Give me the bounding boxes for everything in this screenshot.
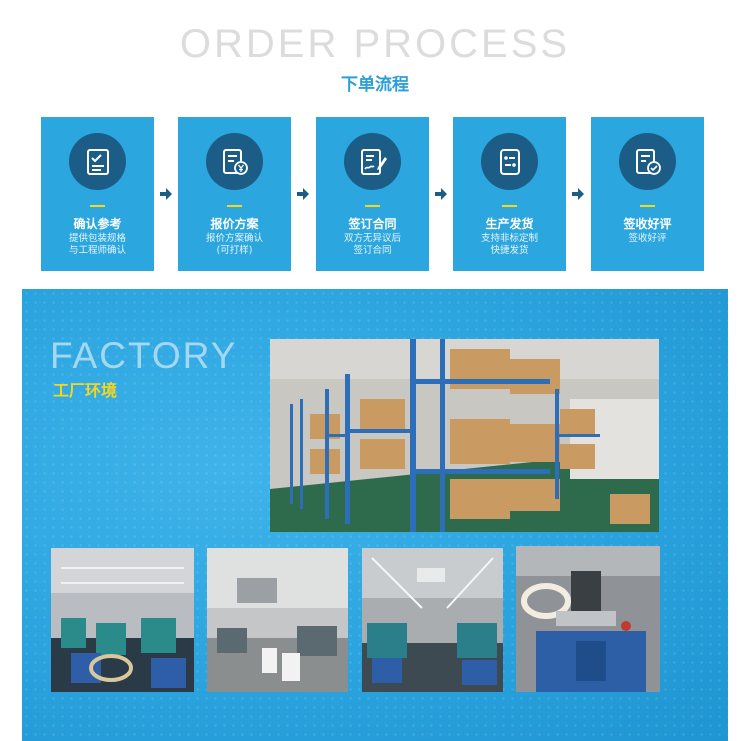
factory-title: FACTORY bbox=[50, 335, 238, 376]
step-desc: 签收好评 bbox=[628, 233, 667, 244]
step-quote-plan: 报价方案 报价方案确认(可打样) bbox=[178, 117, 291, 271]
step-divider bbox=[640, 205, 655, 207]
arrow-right-icon bbox=[160, 188, 172, 200]
step-name: 确认参考 bbox=[73, 217, 122, 231]
step-desc: 支持非标定制快捷发货 bbox=[480, 233, 538, 256]
order-subtitle: 下单流程 bbox=[341, 75, 409, 95]
step-name: 签订合同 bbox=[348, 217, 397, 231]
step-receive-review: 签收好评 签收好评 bbox=[591, 117, 704, 271]
arrow-right-icon bbox=[297, 188, 309, 200]
step-desc: 双方无异议后签订合同 bbox=[343, 233, 401, 256]
factory-subtitle: 工厂环境 bbox=[53, 381, 118, 400]
signature-icon bbox=[344, 133, 401, 190]
step-desc: 报价方案确认(可打样) bbox=[205, 233, 263, 256]
order-steps: 确认参考 提供包装规格与工程师确认 报价方案 报价方案确认(可打样) 签订合同 … bbox=[41, 117, 704, 271]
step-divider bbox=[90, 205, 105, 207]
workshop-photo-3 bbox=[362, 548, 503, 692]
step-production-shipping: 生产发货 支持非标定制快捷发货 bbox=[453, 117, 566, 271]
arrow-right-icon bbox=[435, 188, 447, 200]
arrow-right-icon bbox=[572, 188, 584, 200]
step-divider bbox=[365, 205, 380, 207]
knitting-machine-photo bbox=[516, 546, 660, 692]
step-desc: 提供包装规格与工程师确认 bbox=[68, 233, 126, 256]
checklist-icon bbox=[69, 133, 126, 190]
step-name: 签收好评 bbox=[623, 217, 672, 231]
step-divider bbox=[502, 205, 517, 207]
workshop-photo-1 bbox=[51, 548, 194, 692]
step-sign-contract: 签订合同 双方无异议后签订合同 bbox=[316, 117, 429, 271]
order-title: ORDER PROCESS bbox=[179, 22, 571, 66]
factory-section: FACTORY 工厂环境 bbox=[22, 289, 728, 741]
approved-document-icon bbox=[619, 133, 676, 190]
step-name: 生产发货 bbox=[485, 217, 534, 231]
step-name: 报价方案 bbox=[210, 217, 259, 231]
warehouse-photo bbox=[270, 339, 659, 532]
workshop-photo-2 bbox=[207, 548, 348, 692]
step-divider bbox=[227, 205, 242, 207]
production-icon bbox=[481, 133, 538, 190]
step-confirm-reference: 确认参考 提供包装规格与工程师确认 bbox=[41, 117, 154, 271]
yen-document-icon bbox=[206, 133, 263, 190]
